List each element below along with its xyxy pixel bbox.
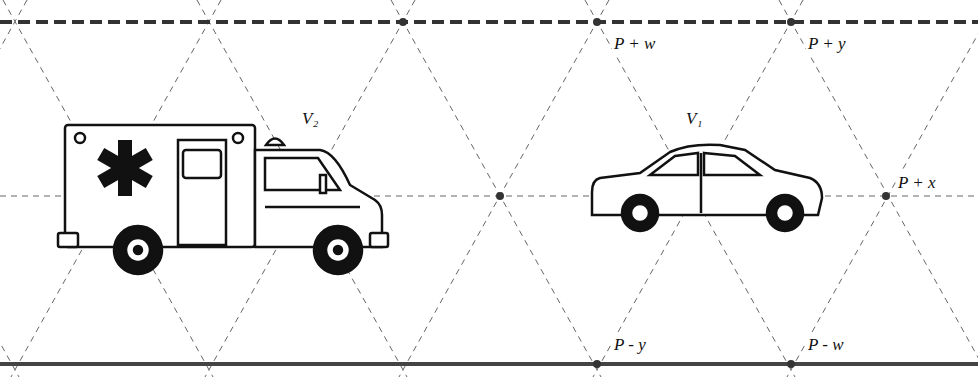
ambulance-drawing [58, 125, 388, 274]
road-edge [0, 362, 978, 366]
point-label: P - y⃗ [612, 334, 661, 356]
point-label: P + x⃗ [896, 172, 951, 194]
point-label: V₂ [300, 108, 320, 130]
lattice-points [399, 18, 890, 368]
lane-boundary-dashed [0, 20, 978, 24]
car-drawing [592, 145, 822, 231]
point-label: P + w⃗ [612, 33, 671, 55]
point-label: P + y⃗ [806, 33, 861, 55]
point-label: P - w⃗ [806, 334, 859, 356]
point-label: V₁ [684, 108, 704, 130]
